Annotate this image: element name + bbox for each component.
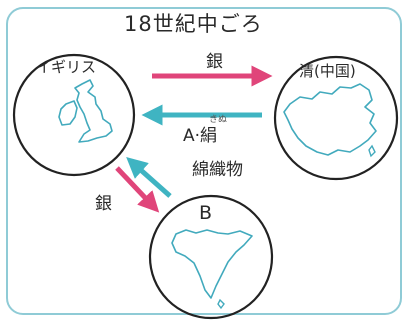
- qing-label: 清(中国): [299, 62, 356, 80]
- silver-arrow-to-b: [115, 166, 160, 213]
- ireland-map-shape: [58, 100, 78, 126]
- qing-map-shape: [283, 83, 377, 156]
- britain-circle: [12, 53, 136, 177]
- b-circle: [148, 194, 274, 320]
- india-map-shape: [171, 229, 253, 299]
- silver-to-b-label: 銀: [95, 194, 112, 214]
- qing-circle: [273, 55, 399, 181]
- cotton-textiles-label: 綿織物: [192, 160, 243, 180]
- taiwan-map-shape: [368, 144, 376, 158]
- britain-map-shape: [74, 79, 113, 143]
- britain-label: イギリス: [36, 58, 97, 76]
- a-silk-label: A·絹: [183, 126, 218, 146]
- diagram-title: 18世紀中ごろ: [124, 12, 263, 36]
- sri-lanka-map-shape: [217, 298, 225, 310]
- b-label: B: [199, 202, 213, 224]
- silk-furigana: きぬ: [209, 115, 228, 125]
- silver-to-qing-label: 銀: [206, 52, 223, 72]
- cotton-arrow-to-britain: [126, 157, 172, 198]
- outer-frame: [6, 7, 402, 315]
